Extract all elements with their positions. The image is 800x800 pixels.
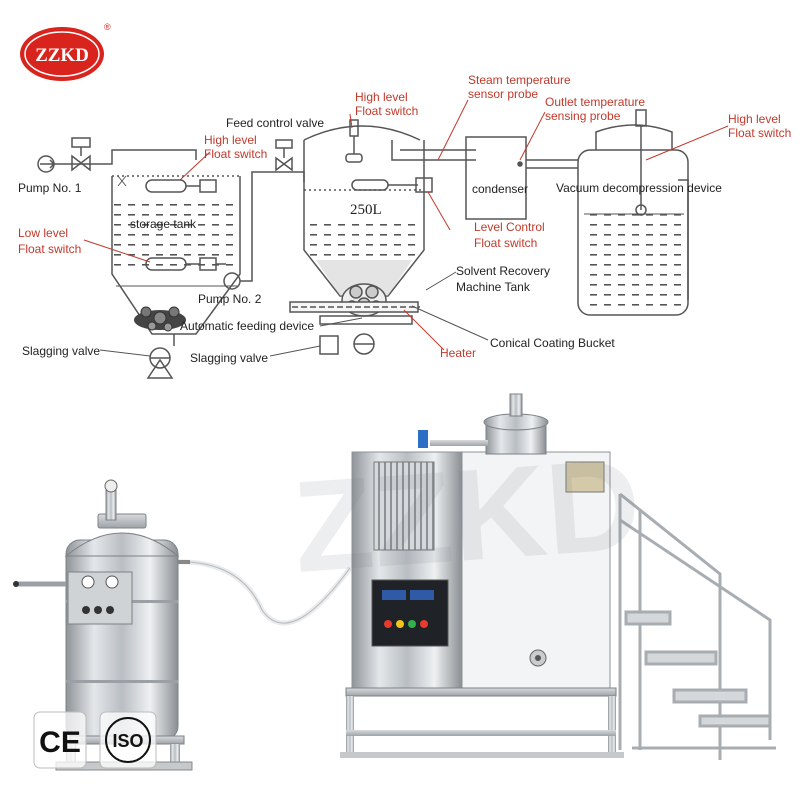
recovery-machine [340,393,624,758]
condenser-label: condenser [472,182,528,196]
solvent-recovery-tank-label-line1: Solvent Recovery [456,264,550,278]
high-level-float-2-label-line1: High level [355,90,408,104]
outlet-temp-probe-label-line1: Outlet temperature [545,95,645,109]
feed-valve-1-symbol [71,154,91,172]
tank-volume-label: 250L [350,202,382,218]
iso-mark: ISO [112,731,143,751]
vacuum-device-label: Vacuum decompression device [556,181,722,195]
steam-temp-probe-label-line1: Steam temperature [468,73,571,87]
automatic-feeding-label: Automatic feeding device [180,319,314,333]
slagging-valve-2-label: Slagging valve [190,351,268,365]
condenser-symbol [465,136,527,220]
high-level-float-1-label-line1: High level [204,133,257,147]
diagram-labels: Pump No. 1 Pump No. 2 High level Float s… [18,73,791,365]
pump-1-label: Pump No. 1 [18,181,82,195]
ce-mark: CE [39,726,81,759]
feed-control-valve-label: Feed control valve [226,116,324,130]
pump-2-label: Pump No. 2 [198,292,262,306]
watermark-text: ZZKD [289,430,645,600]
storage-tank [111,175,241,379]
conical-bucket-label: Conical Coating Bucket [490,336,615,350]
high-level-float-3-label-line2: Float switch [728,126,791,140]
high-level-float-1-label-line2: Float switch [204,147,267,161]
vacuum-receiving-tank [577,109,689,316]
low-level-float-label-line2: Float switch [18,242,81,256]
slagging-valve-1-label: Slagging valve [22,344,100,358]
logo-text: ZZKD [35,45,89,66]
storage-tank-label: storage tank [130,217,197,231]
brand-logo: ZZKD ® [20,22,111,81]
level-control-float-label-line2: Float switch [474,236,537,250]
high-level-float-3-label-line1: High level [728,112,781,126]
feed-valve-2-symbol [275,156,293,172]
high-level-float-2-label-line2: Float switch [355,104,418,118]
pump-2-symbol [223,272,241,290]
low-level-float-label-line1: Low level [18,226,68,240]
access-stairs [618,492,776,760]
solvent-recovery-tank [289,119,433,355]
registered-mark: ® [104,22,111,32]
process-diagram [37,99,729,379]
heater-label: Heater [440,346,476,360]
solvent-recovery-tank-label-line2: Machine Tank [456,280,531,294]
outlet-temp-probe-label-line2: sensing probe [545,109,621,123]
level-control-float-label-line1: Level Control [474,220,545,234]
steam-temp-probe-label-line2: sensor probe [468,87,538,101]
valve-handle [71,137,91,148]
certification-badges: CE ISO [33,711,157,769]
